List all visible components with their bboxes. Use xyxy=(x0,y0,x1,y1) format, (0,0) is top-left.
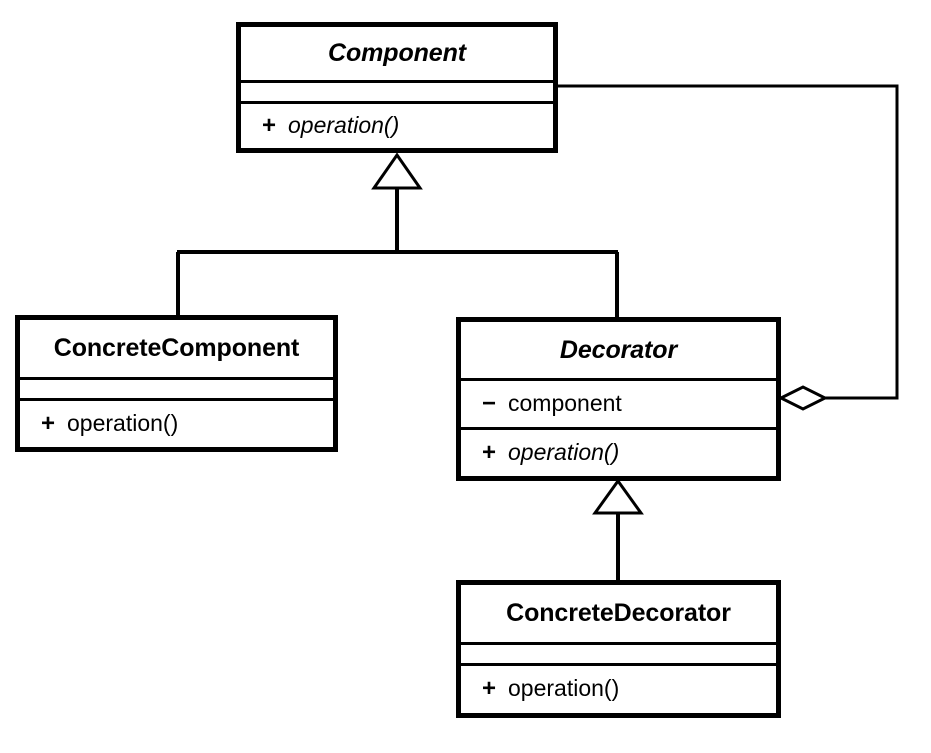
class-name-label: ConcreteDecorator xyxy=(506,599,731,627)
class-operations-compartment: + operation() xyxy=(241,101,553,148)
aggregation-decorator-component xyxy=(558,84,899,411)
hollow-triangle-icon xyxy=(371,152,423,190)
class-name-compartment: ConcreteComponent xyxy=(20,320,333,377)
class-box-decorator[interactable]: Decorator − component + operation() xyxy=(456,317,781,481)
operation-row: + operation() xyxy=(41,410,178,438)
generalization-tree-component xyxy=(176,152,619,319)
class-name-compartment: Decorator xyxy=(461,322,776,378)
hollow-triangle-icon xyxy=(592,478,644,515)
class-operations-compartment: + operation() xyxy=(20,398,333,447)
class-operations-compartment: + operation() xyxy=(461,663,776,712)
class-name-compartment: ConcreteDecorator xyxy=(461,585,776,642)
visibility-marker: + xyxy=(41,410,56,437)
class-name-label: Decorator xyxy=(559,335,678,364)
operation-label: operation() xyxy=(508,675,620,701)
operation-row: + operation() xyxy=(482,439,619,467)
class-box-component[interactable]: Component + operation() xyxy=(236,22,558,153)
class-box-concrete-component[interactable]: ConcreteComponent + operation() xyxy=(15,315,338,452)
class-attributes-compartment: − component xyxy=(461,378,776,427)
visibility-marker: + xyxy=(482,675,497,702)
class-attributes-compartment xyxy=(241,80,553,101)
class-attributes-compartment xyxy=(461,642,776,663)
class-name-compartment: Component xyxy=(241,27,553,80)
operation-label: operation() xyxy=(67,410,179,436)
attribute-label: component xyxy=(508,390,622,416)
operation-row: + operation() xyxy=(482,675,619,703)
visibility-marker: − xyxy=(482,390,497,417)
visibility-marker: + xyxy=(482,439,497,466)
class-operations-compartment: + operation() xyxy=(461,427,776,476)
class-attributes-compartment xyxy=(20,377,333,398)
attribute-row: − component xyxy=(482,390,622,418)
generalization-concrete-decorator xyxy=(592,478,644,582)
operation-row: + operation() xyxy=(262,112,399,140)
hollow-diamond-icon xyxy=(777,385,829,411)
aggregation-line xyxy=(558,84,899,400)
operation-label: operation() xyxy=(288,112,400,138)
visibility-marker: + xyxy=(262,112,277,139)
class-box-concrete-decorator[interactable]: ConcreteDecorator + operation() xyxy=(456,580,781,718)
operation-label: operation() xyxy=(508,439,620,465)
class-name-label: Component xyxy=(328,39,466,67)
class-name-label: ConcreteComponent xyxy=(53,334,300,362)
